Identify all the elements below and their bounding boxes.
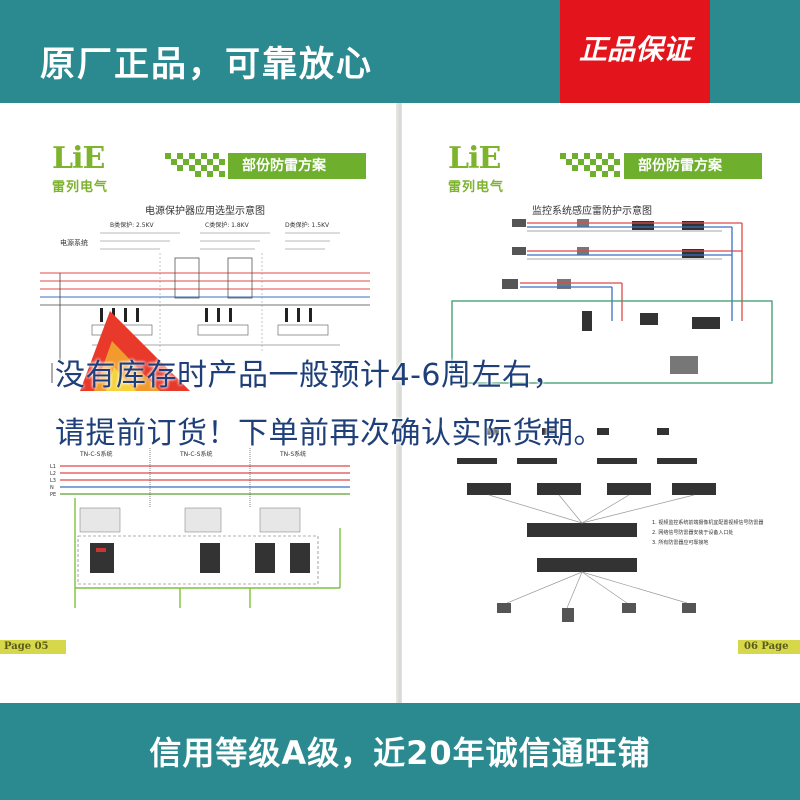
section-title-tab: 部份防雷方案 (228, 153, 366, 179)
stock-notice-line-2: 请提前订货！下单前再次确认实际货期。 (55, 416, 604, 451)
brand-logo: LiE 雷列电气 (448, 141, 505, 195)
svg-text:TN-S系统: TN-S系统 (279, 450, 306, 458)
network-topology-diagram: 1. 视频监控系统前端摄像机宜配置视频信号防雷器 2. 网络信号防雷器安装于设备… (457, 428, 763, 622)
badge-text: 正品保证 (578, 33, 691, 66)
catalog-spine (396, 103, 404, 703)
stock-notice-line-1: 没有库存时产品一般预计4-6周左右， (55, 358, 563, 393)
diagram-title: 电源保护器应用选型示意图 (145, 206, 265, 217)
note-line-3: 3. 所有防雷器应可靠接地 (652, 539, 708, 546)
slogan-text: 原厂正品，可靠放心 (40, 45, 374, 85)
svg-text:L2: L2 (50, 471, 56, 477)
page-number-tag: Page 05 (0, 640, 66, 654)
svg-text:L3: L3 (50, 478, 56, 484)
svg-text:TN-C-S系统: TN-C-S系统 (179, 450, 212, 458)
surveillance-protection-diagram (451, 219, 773, 384)
voltage-zone-triangle (80, 311, 190, 391)
svg-text:L1: L1 (50, 464, 56, 470)
three-phase-install-diagram: TN-C-S系统 TN-C-S系统 TN-S系统 L1 L2 L3 N PE (50, 448, 350, 608)
svg-text:PE: PE (50, 492, 56, 498)
label-power-system: 电源系统 (60, 238, 88, 247)
credit-rating-text: 信用等级A级，近20年诚信通旺铺 (149, 734, 651, 772)
brand-logo: LiE 雷列电气 (52, 141, 109, 195)
diagram-title: 监控系统感应雷防护示意图 (532, 206, 652, 217)
label-level-d: D类保护: 1.5KV (285, 221, 330, 229)
catalog-page-right: LiE 雷列电气 部份防雷方案 监控系统感应雷防护示意图 (402, 103, 800, 703)
note-line-1: 1. 视频监控系统前端摄像机宜配置视频信号防雷器 (652, 519, 763, 526)
bottom-banner (0, 703, 800, 800)
catalog-spread: LiE 雷列电气 部份防雷方案 电源保护器应用选型示意图 电源系统 B类保护: … (0, 103, 800, 703)
label-level-c: C类保护: 1.8KV (205, 221, 250, 229)
note-line-2: 2. 网络信号防雷器安装于设备入口处 (652, 529, 733, 536)
svg-text:TN-C-S系统: TN-C-S系统 (79, 450, 112, 458)
section-title-tab: 部份防雷方案 (624, 153, 762, 179)
label-level-b: B类保护: 2.5KV (110, 221, 155, 229)
checker-pattern-icon (560, 153, 620, 177)
svg-text:N: N (50, 485, 54, 491)
catalog-page-left: LiE 雷列电气 部份防雷方案 电源保护器应用选型示意图 电源系统 B类保护: … (0, 103, 398, 703)
checker-pattern-icon (165, 153, 225, 177)
page-number-tag: 06 Page (738, 640, 800, 654)
